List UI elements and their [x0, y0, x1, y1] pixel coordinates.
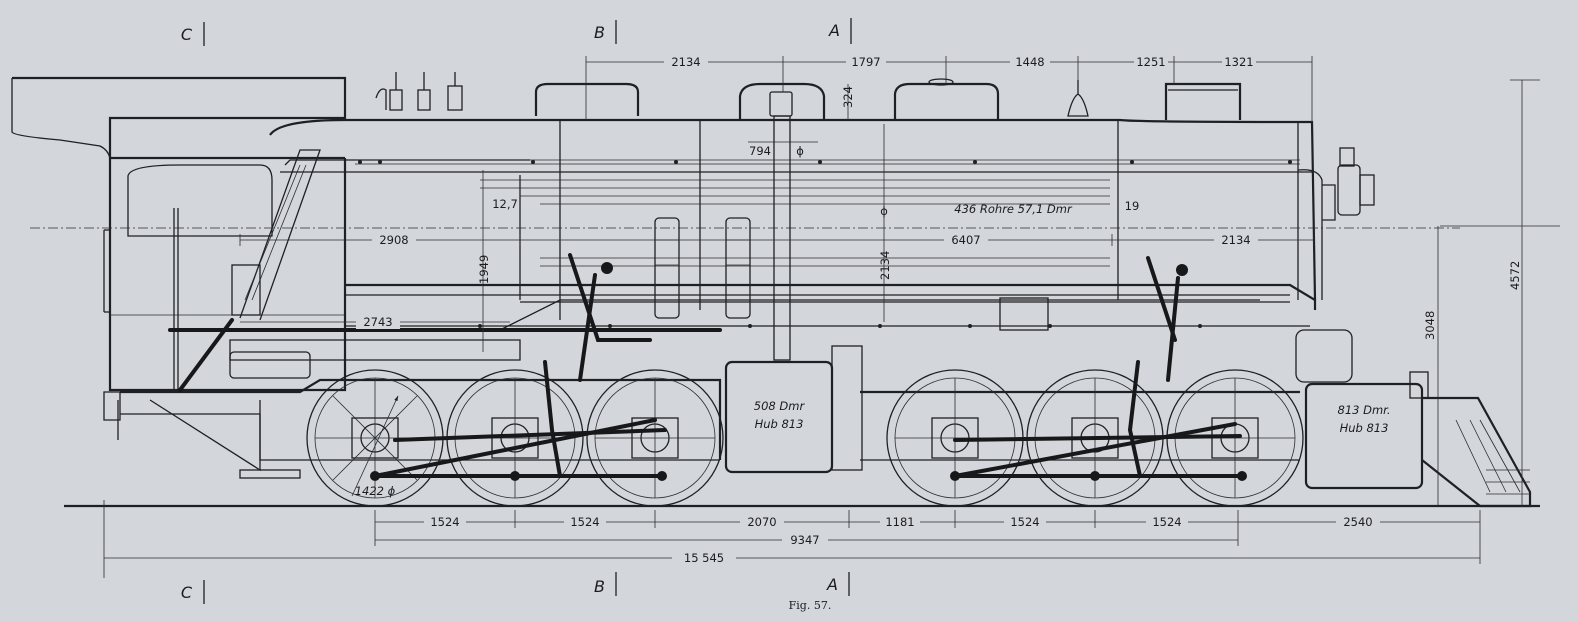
- tubes-label: 436 Rohre 57,1 Dmr: [954, 202, 1073, 216]
- boiler: [30, 118, 1460, 331]
- dim-total-15545: 15 545: [684, 551, 724, 565]
- dim-1797: 1797: [851, 55, 880, 69]
- dim-794-phi: ϕ: [796, 144, 804, 158]
- rear-cylinder: 508 Dmr Hub 813: [724, 345, 863, 474]
- figure-caption: Fig. 57.: [789, 599, 832, 612]
- dim-2134-vertical: 2134: [878, 251, 892, 280]
- dim-1524-d: 1524: [1152, 515, 1181, 529]
- frames: [120, 297, 1300, 479]
- section-b-bottom: B: [594, 577, 605, 596]
- dim-1181: 1181: [885, 515, 914, 529]
- dim-12-7: 12,7: [492, 197, 518, 211]
- rear-cylinder-label-1: 508 Dmr: [754, 399, 806, 413]
- dim-1251: 1251: [1136, 55, 1165, 69]
- rear-coupler: [103, 351, 311, 472]
- dim-1321: 1321: [1224, 55, 1253, 69]
- wheel-diameter-label: 1422 ϕ: [355, 484, 396, 498]
- firebox: [229, 149, 521, 361]
- front-cylinder-label-2: Hub 813: [1340, 421, 1389, 435]
- section-a-top: A: [828, 21, 840, 40]
- dim-6407: 6407: [951, 233, 980, 247]
- boiler-phi: ϕ: [880, 204, 888, 218]
- dim-1524-a: 1524: [430, 515, 459, 529]
- section-a-bottom: A: [826, 575, 838, 594]
- pilot: [1409, 371, 1532, 508]
- dim-1949: 1949: [477, 255, 491, 284]
- dim-4572: 4572: [1508, 261, 1522, 290]
- boiler-fittings: [375, 72, 1242, 120]
- section-c-top: C: [181, 25, 193, 44]
- smokebox: [1297, 147, 1375, 300]
- dim-19: 19: [1125, 199, 1140, 213]
- dim-2134-smokebox: 2134: [1221, 233, 1250, 247]
- dim-wheelbase-9347: 9347: [790, 533, 819, 547]
- boiler-dimensions: 2908 6407 2134 12,7 19 436 Rohre 57,1 Dm…: [239, 124, 1315, 352]
- dim-2743: 2743: [363, 315, 392, 329]
- section-c-bottom: C: [181, 583, 193, 602]
- dim-324: 324: [841, 86, 855, 108]
- rear-cylinder-label-2: Hub 813: [755, 417, 804, 431]
- dim-1448: 1448: [1015, 55, 1044, 69]
- steam-pipe: [654, 115, 791, 361]
- top-dimensions: 2134 1797 1448 1251 1321 324 794 ϕ: [585, 55, 1313, 158]
- section-marks: C B A C B A: [181, 18, 852, 604]
- dim-2540: 2540: [1343, 515, 1372, 529]
- right-dimensions: 4572 3048: [1423, 79, 1560, 506]
- dim-2908: 2908: [379, 233, 408, 247]
- dim-794: 794: [749, 144, 771, 158]
- dim-2134-top: 2134: [671, 55, 700, 69]
- cab: [11, 76, 347, 392]
- valve-gear: [168, 253, 1247, 481]
- dim-1524-c: 1524: [1010, 515, 1039, 529]
- bottom-dimensions: 1524 1524 2070 1181 1524 1524 2540 9347 …: [103, 500, 1481, 578]
- front-cylinder: 813 Dmr. Hub 813: [1295, 329, 1424, 490]
- dim-2070: 2070: [747, 515, 776, 529]
- front-cylinder-label-1: 813 Dmr.: [1338, 403, 1391, 417]
- wheel-dia-leader: [351, 395, 399, 497]
- dim-3048: 3048: [1423, 311, 1437, 340]
- dim-1524-b: 1524: [570, 515, 599, 529]
- section-b-top: B: [594, 23, 605, 42]
